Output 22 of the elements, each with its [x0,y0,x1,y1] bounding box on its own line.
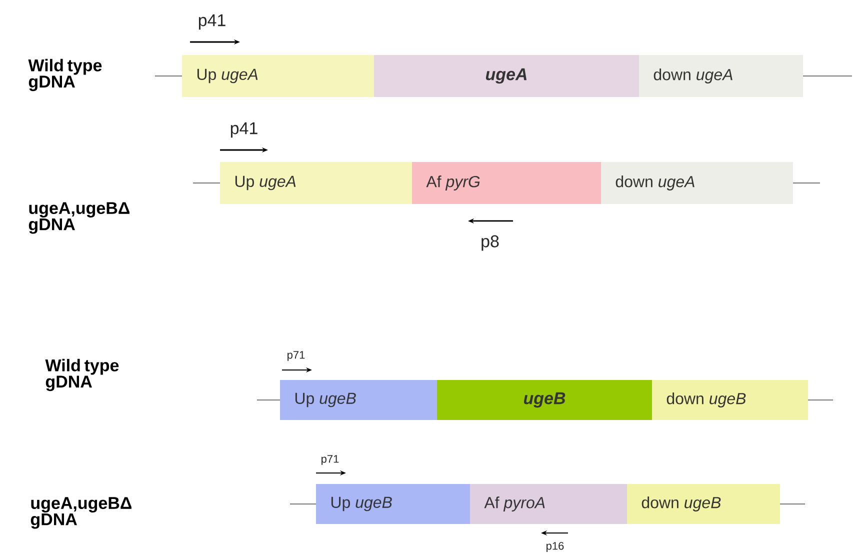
primer-label: p71 [288,351,305,361]
gene-segment: down ugeB [652,380,808,420]
gene-segment: Up ugeA [182,55,374,97]
gene-segment: Up ugeB [280,380,437,420]
row-label: ugeA,ugeBΔ gDNA [30,497,132,529]
gene-segment: ugeB [437,380,652,420]
primer-label: p8 [482,235,499,251]
primer-label: p41 [230,122,258,138]
primer-label: p16 [546,542,564,552]
row-label: Wild type gDNA [45,358,119,392]
row-label: ugeA,ugeBΔ gDNA [28,202,130,234]
gene-segment: down ugeA [601,162,793,204]
row-label: Wild type gDNA [28,58,102,92]
gene-segment: down ugeB [627,484,780,524]
gene-segment: Af pyroA [470,484,627,524]
primer-label: p71 [322,455,339,465]
gene-segment: ugeA [374,55,639,97]
gene-segment: down ugeA [639,55,803,97]
gene-segment: Af pyrG [412,162,601,204]
gene-segment: Up ugeA [220,162,412,204]
primer-label: p41 [198,14,226,30]
gene-segment: Up ugeB [316,484,470,524]
